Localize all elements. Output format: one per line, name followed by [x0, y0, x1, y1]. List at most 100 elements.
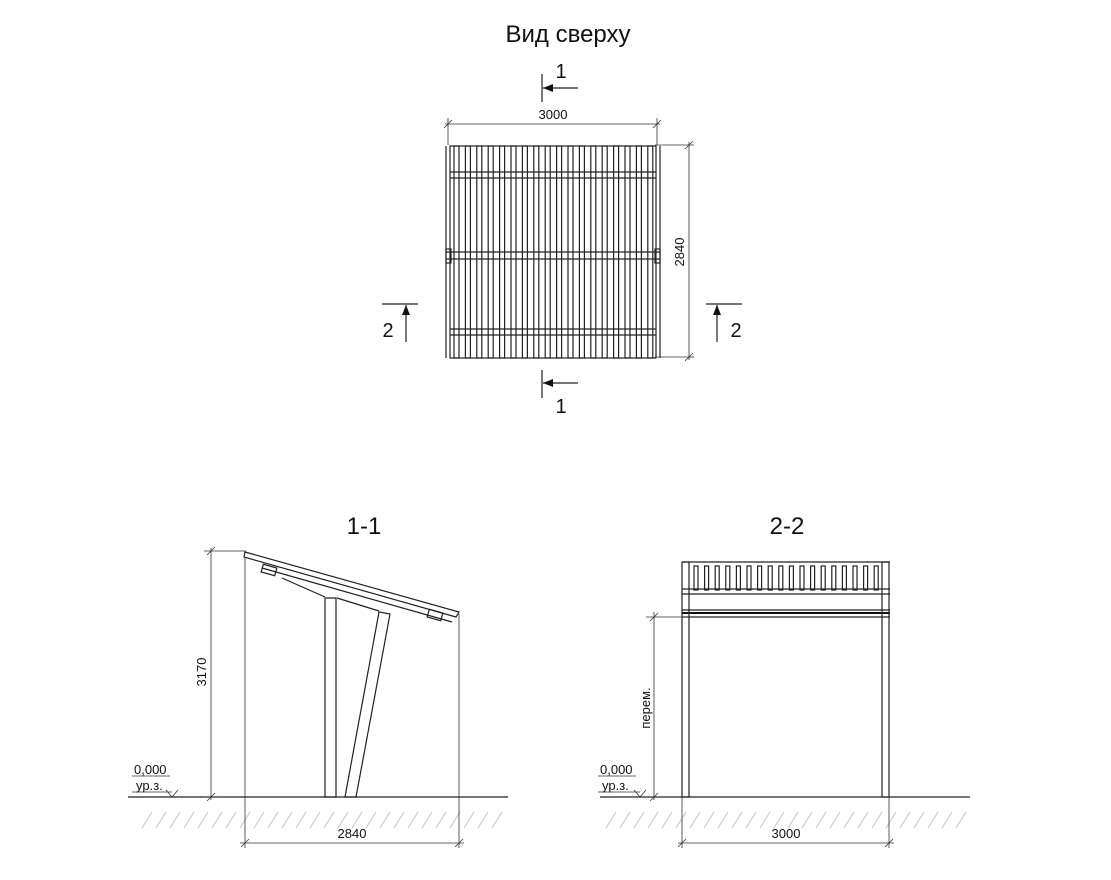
ground-hatch-line [365, 811, 377, 829]
ground-hatch-line [393, 811, 405, 829]
section-2-roof-slats [693, 565, 879, 591]
top-view-depth-label: 2840 [672, 238, 687, 267]
section-2-height-dimension: перем. [638, 612, 686, 802]
section-1-posts [281, 577, 391, 798]
ground-hatch-line [267, 811, 279, 829]
section-slat [693, 565, 699, 591]
section-1-marker-top: 1 [541, 61, 578, 102]
ground-hatch-line [815, 811, 827, 829]
ground-hatch-line [829, 811, 841, 829]
ground-hatch-line [211, 811, 223, 829]
section-2-level-mark: 0,000 ур.з. [598, 762, 647, 798]
ground-hatch-line [155, 811, 167, 829]
ground-hatch-line [605, 811, 617, 829]
section-2-ground-hatch [605, 811, 967, 829]
ground-hatch-line [913, 811, 925, 829]
roof-slat [567, 145, 574, 359]
section-1-base-dimension: 2840 [240, 826, 464, 848]
section-2-marker-left: 2 [382, 303, 418, 342]
roof-slat [578, 145, 586, 359]
roof-slat [624, 145, 631, 359]
ground-hatch-line [619, 811, 631, 829]
ground-hatch-line [295, 811, 307, 829]
ground-hatch-line [449, 811, 461, 829]
section-slat [703, 565, 710, 591]
section-1-1-title: 1-1 [347, 513, 382, 540]
ground-hatch-line [309, 811, 321, 829]
ground-hatch-line [885, 811, 897, 829]
section-1-1: 1-1 3170 [128, 513, 508, 848]
ground-hatch-line [281, 811, 293, 829]
roof-slat [555, 145, 563, 359]
roof-slat [487, 145, 494, 359]
top-view-depth-dimension: 2840 [655, 140, 694, 362]
ground-hatch-line [871, 811, 883, 829]
ground-hatch-line [323, 811, 335, 829]
ground-hatch-line [647, 811, 659, 829]
section-2-label-right: 2 [730, 320, 741, 342]
ground-hatch-line [351, 811, 363, 829]
ground-hatch-line [703, 811, 715, 829]
roof-slat [635, 145, 643, 359]
section-2-2: 2-2 перем. [598, 513, 970, 848]
ground-hatch-line [491, 811, 503, 829]
section-1-height-label: 3170 [194, 658, 209, 687]
ground-hatch-line [197, 811, 209, 829]
roof-slat [612, 145, 620, 359]
section-slat [809, 565, 816, 591]
section-slat [767, 565, 773, 591]
section-1-level-label: ур.з. [136, 778, 163, 793]
ground-hatch-line [337, 811, 349, 829]
ground-hatch-line [225, 811, 237, 829]
ground-hatch-line [787, 811, 799, 829]
section-1-ground-hatch [141, 811, 503, 829]
section-1-roof [243, 551, 460, 623]
section-slat [862, 565, 869, 591]
section-slat [873, 565, 879, 591]
section-slat [725, 565, 731, 591]
section-1-label-top: 1 [555, 61, 566, 83]
roof-slat [521, 145, 529, 359]
top-view: Вид сверху 3000 2840 [382, 21, 742, 418]
ground-hatch-line [843, 811, 855, 829]
section-2-level-label: ур.з. [602, 778, 629, 793]
section-slat [831, 565, 837, 591]
roof-slat [647, 145, 654, 359]
section-slat [799, 565, 805, 591]
ground-hatch-line [955, 811, 967, 829]
ground-hatch-line [857, 811, 869, 829]
ground-hatch-line [169, 811, 181, 829]
section-1-label-bottom: 1 [555, 396, 566, 418]
roof-slats [453, 145, 654, 359]
section-slat [841, 565, 848, 591]
roof-slat [464, 145, 471, 359]
roof-slat [476, 145, 483, 359]
ground-hatch-line [773, 811, 785, 829]
roof-slat [533, 145, 540, 359]
section-1-marker-bottom: 1 [541, 370, 578, 418]
ground-hatch-line [463, 811, 475, 829]
roof-plan [445, 145, 661, 359]
section-slat [852, 565, 858, 591]
ground-hatch-line [435, 811, 447, 829]
ground-hatch-line [661, 811, 673, 829]
section-2-label-left: 2 [382, 320, 393, 342]
roof-slat [601, 145, 608, 359]
ground-hatch-line [675, 811, 687, 829]
roof-slat [510, 145, 517, 359]
ground-hatch-line [745, 811, 757, 829]
ground-hatch-line [421, 811, 433, 829]
section-slat [788, 565, 795, 591]
section-1-height-dimension: 3170 [194, 546, 246, 802]
section-2-base-label: 3000 [772, 826, 801, 841]
roof-slat [453, 145, 460, 359]
section-2-level-value: 0,000 [600, 762, 633, 777]
ground-hatch-line [759, 811, 771, 829]
ground-hatch-line [407, 811, 419, 829]
section-slat [756, 565, 763, 591]
ground-hatch-line [633, 811, 645, 829]
section-slat [746, 565, 752, 591]
ground-hatch-line [477, 811, 489, 829]
ground-hatch-line [379, 811, 391, 829]
